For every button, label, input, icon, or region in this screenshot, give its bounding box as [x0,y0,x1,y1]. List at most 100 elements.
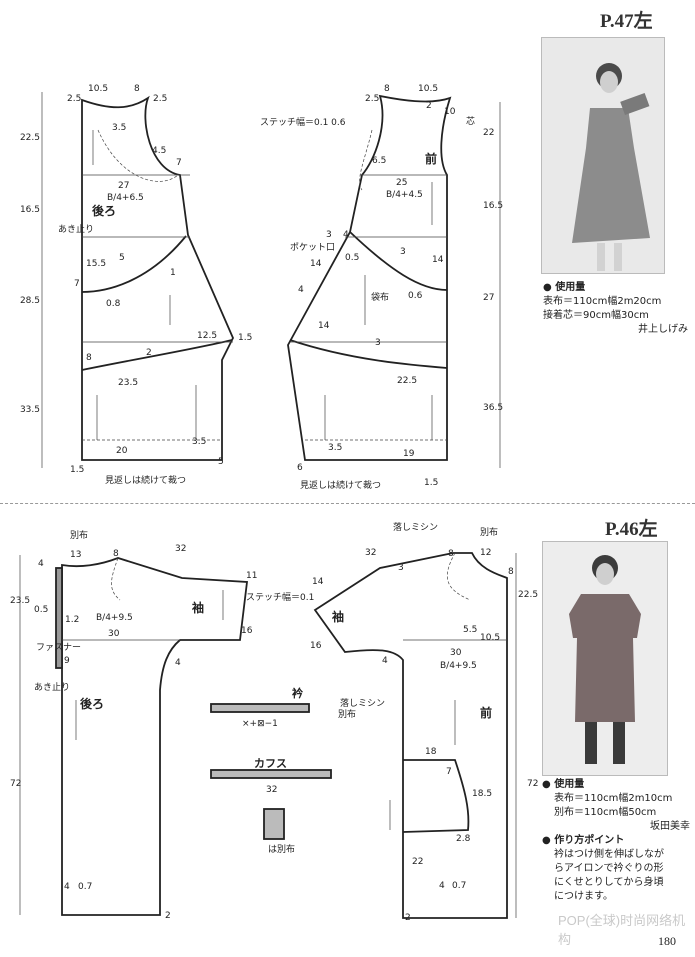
svg-text:14: 14 [312,577,324,587]
pocket-bag-label: 袋布 [371,291,389,303]
back-dim-bottom-2: 72 [10,779,21,789]
svg-text:16: 16 [241,626,253,636]
opening-stop-label: あき止り [58,223,94,235]
svg-text:3: 3 [326,230,332,240]
cuff-length: 32 [266,785,277,795]
separate-fabric-right: 別布 [480,526,498,538]
svg-text:3.5: 3.5 [192,437,206,447]
separate-fabric-left: 別布 [70,529,88,541]
front-dim-3: 27 [483,293,494,303]
svg-text:13: 13 [70,550,81,560]
back-dim-4: 33.5 [20,405,40,415]
svg-text:4: 4 [439,881,445,891]
svg-text:2.5: 2.5 [153,94,167,104]
facing-note-front: 見返しは続けて裁つ [300,479,381,491]
model-photo-bottom [542,541,668,776]
svg-text:4: 4 [382,656,388,666]
svg-text:5.5: 5.5 [463,625,477,635]
svg-text:8: 8 [86,353,92,363]
collar-label: 衿 [292,686,303,700]
back-dim-3: 28.5 [20,296,40,306]
svg-text:1.2: 1.2 [65,615,79,625]
svg-text:2: 2 [405,913,411,923]
designer-bottom: 坂田美幸 [650,821,690,832]
svg-text:14: 14 [310,259,322,269]
svg-text:2: 2 [165,911,171,921]
svg-text:1.5: 1.5 [424,478,438,488]
page-label-top: P.47左 [600,11,653,32]
svg-text:B/4+6.5: B/4+6.5 [107,193,144,203]
svg-text:12.5: 12.5 [197,331,217,341]
svg-text:8: 8 [113,549,119,559]
svg-text:30: 30 [108,629,120,639]
svg-text:8: 8 [384,84,390,94]
facing-note-back: 見返しは続けて裁つ [105,474,186,486]
designer-top: 井上しげみ [638,324,688,335]
front-label-bottom: 前 [480,705,492,720]
svg-text:0.7: 0.7 [452,881,466,891]
svg-text:16: 16 [310,641,322,651]
svg-text:10: 10 [444,107,456,117]
svg-text:4.5: 4.5 [152,146,166,156]
page-label-bottom: P.46左 [605,519,658,540]
svg-text:0.5: 0.5 [345,253,359,263]
svg-text:3.5: 3.5 [112,123,126,133]
svg-text:8: 8 [508,567,514,577]
opening-stop-bottom: あき止り [34,681,70,693]
svg-text:25: 25 [396,178,407,188]
svg-text:3.5: 3.5 [328,443,342,453]
svg-text:7: 7 [446,767,452,777]
svg-text:B/4+4.5: B/4+4.5 [386,190,423,200]
svg-text:11: 11 [246,571,257,581]
svg-text:2.8: 2.8 [456,834,471,844]
stitch-width-label: ステッチ幅＝0.1 0.6 [260,116,346,128]
collar-formula: ×+⊠−1 [242,719,278,729]
svg-text:30: 30 [450,648,462,658]
watermark: POP(全球)时尚网络机构 [558,913,686,947]
drop-stitch-label: 落しミシン [393,521,438,533]
separate-fabric-mid: 別布 [338,708,356,720]
pocket-opening-label: ポケット口 [290,242,335,253]
svg-text:4: 4 [175,658,181,668]
interfacing-label: 芯 [466,115,475,127]
front-dim-bottom-2: 72 [527,779,538,789]
back-label-bottom: 後ろ [80,696,104,711]
svg-text:14: 14 [318,321,330,331]
svg-text:10.5: 10.5 [88,84,108,94]
svg-text:10.5: 10.5 [480,633,500,643]
front-dim-4: 36.5 [483,403,503,413]
zipper-label: ファスナー [36,642,81,653]
svg-text:9: 9 [64,656,70,666]
svg-text:18: 18 [425,747,437,757]
stitch-width-bottom: ステッチ幅＝0.1 [246,591,314,603]
sleeve-label-left: 袖 [192,600,204,615]
svg-text:4: 4 [38,559,44,569]
bottom-pattern-diagram: 23.5 72 22.5 72 13 8 32 4 11 0.5 1.2 B/4… [10,521,538,923]
back-dim-2: 16.5 [20,205,40,215]
svg-text:23.5: 23.5 [118,378,138,388]
svg-text:10.5: 10.5 [418,84,438,94]
section-divider [0,503,695,504]
svg-text:B/4+9.5: B/4+9.5 [440,661,477,671]
svg-text:14: 14 [432,255,444,265]
page-number: 180 [658,934,676,948]
svg-text:0.5: 0.5 [34,605,48,615]
materials-bottom: ● 使用量 表布＝110cm幅2m10cm 別布＝110cm幅50cm 坂田美幸… [542,779,690,902]
svg-text:3: 3 [398,563,404,573]
back-dim-bottom-1: 23.5 [10,596,30,606]
back-label: 後ろ [92,203,116,218]
svg-text:4: 4 [343,230,349,240]
svg-text:4: 4 [298,285,304,295]
separate-note: は別布 [268,843,295,855]
svg-text:22: 22 [412,857,423,867]
svg-text:19: 19 [403,449,415,459]
svg-text:20: 20 [116,446,128,456]
cuff-label: カフス [254,757,287,770]
front-dim-bottom-1: 22.5 [518,590,538,600]
svg-text:1.5: 1.5 [238,333,252,343]
front-label: 前 [425,151,437,166]
svg-text:6: 6 [297,463,303,473]
svg-text:2: 2 [426,101,432,111]
model-photo-top [541,37,665,274]
svg-text:0.7: 0.7 [78,882,92,892]
